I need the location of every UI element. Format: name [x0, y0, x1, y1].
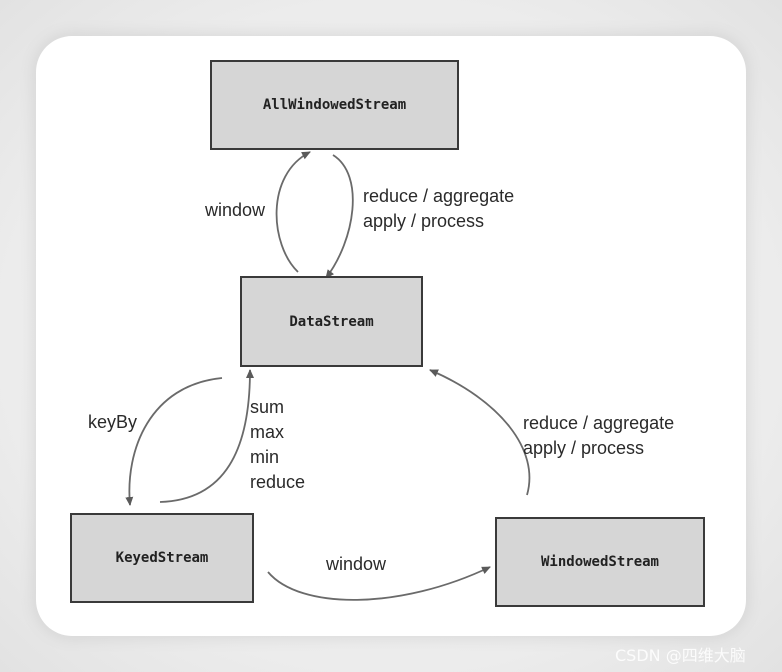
- edge-label-window-bottom: window: [326, 554, 387, 574]
- edge-window-to-windowedstream: [267, 566, 491, 601]
- node-label: WindowedStream: [540, 554, 659, 570]
- node-data-stream: DataStream: [240, 276, 423, 367]
- edge-keyby-to-keyedstream: [125, 377, 223, 506]
- node-keyed-stream: KeyedStream: [70, 513, 254, 603]
- edge-windowed-reduce-to-datastream: [429, 369, 531, 496]
- edge-label-reduce-top: reduce / aggregate apply / process: [363, 186, 515, 231]
- edge-label-window-top: window: [205, 200, 266, 220]
- edge-label-reduce-right: reduce / aggregate apply / process: [523, 413, 675, 458]
- node-label: DataStream: [289, 313, 374, 330]
- node-windowed-stream: WindowedStream: [495, 517, 705, 607]
- edge-window-to-allwindowed: [275, 151, 311, 273]
- node-all-windowed-stream: AllWindowedStream: [210, 60, 459, 150]
- edge-label-aggregations: sum max min reduce: [250, 397, 306, 492]
- edge-label-keyby: keyBy: [88, 412, 138, 432]
- edge-aggregations-to-datastream: [159, 369, 254, 503]
- watermark: CSDN @四维大脑: [615, 646, 746, 665]
- node-label: KeyedStream: [115, 550, 209, 566]
- edge-reduce-to-datastream: [325, 154, 354, 279]
- node-label: AllWindowedStream: [262, 97, 407, 113]
